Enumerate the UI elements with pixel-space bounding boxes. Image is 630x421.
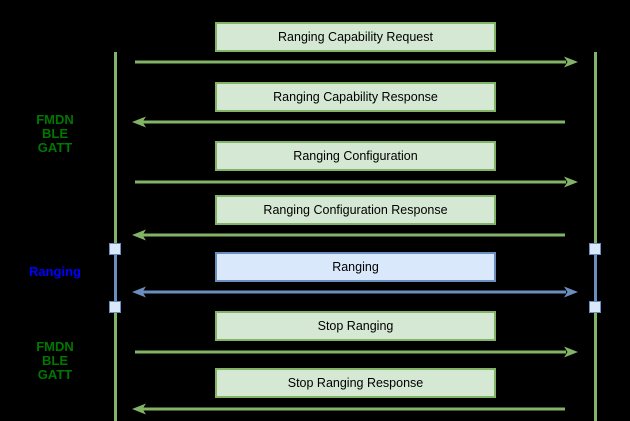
session-endpoint-square-top-right <box>589 243 601 255</box>
session-endpoint-square-bottom-left <box>109 301 121 313</box>
ranging-session-segment-right <box>594 248 597 308</box>
message-box-label: Ranging <box>332 260 379 274</box>
message-arrow-4-both <box>132 286 578 298</box>
message-box-3: Ranging Configuration Response <box>215 195 496 225</box>
message-box-4: Ranging <box>215 252 496 282</box>
message-box-label: Stop Ranging Response <box>287 376 424 390</box>
message-box-label: Ranging Capability Response <box>273 90 438 104</box>
message-arrow-1-left <box>132 116 565 128</box>
message-box-2: Ranging Configuration <box>215 141 496 171</box>
phase-label-fmdn-ble-gatt-top: FMDN BLE GATT <box>36 112 74 155</box>
phase-label-fmdn-ble-gatt-bottom: FMDN BLE GATT <box>36 339 74 382</box>
session-endpoint-square-top-left <box>109 243 121 255</box>
message-box-1: Ranging Capability Response <box>215 82 496 112</box>
lifeline-left <box>114 52 117 421</box>
session-endpoint-square-bottom-right <box>589 301 601 313</box>
ranging-session-segment-left <box>114 248 117 308</box>
message-box-label: Stop Ranging <box>317 319 394 333</box>
message-box-label: Ranging Configuration <box>293 149 418 163</box>
message-arrow-0-right <box>135 56 578 68</box>
message-box-6: Stop Ranging Response <box>215 368 496 398</box>
message-arrow-3-left <box>132 229 565 241</box>
message-arrow-6-left <box>132 403 565 415</box>
message-arrow-5-right <box>135 346 578 358</box>
lifeline-right <box>594 52 597 421</box>
message-box-label: Ranging Capability Request <box>278 30 433 44</box>
message-arrow-2-right <box>135 176 578 188</box>
message-box-0: Ranging Capability Request <box>215 22 496 52</box>
phase-label-ranging: Ranging <box>29 264 81 279</box>
message-box-5: Stop Ranging <box>215 311 496 341</box>
message-box-label: Ranging Configuration Response <box>263 203 448 217</box>
